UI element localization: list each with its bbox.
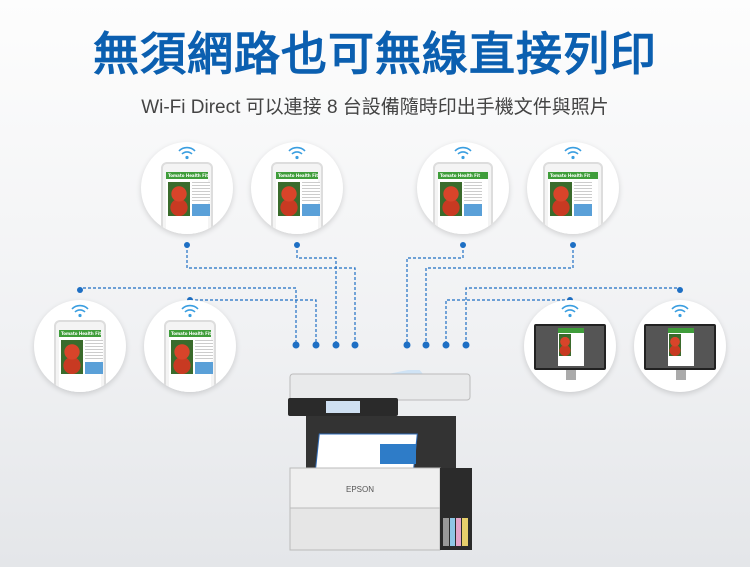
printer-brand: EPSON: [346, 485, 374, 494]
connection-line: [186, 245, 356, 345]
tomato-photo: [168, 182, 190, 216]
document-title: Tomato Health Fit: [438, 172, 488, 179]
connection-dot: [462, 341, 470, 349]
connection-line: [190, 299, 317, 345]
ink-tank-magenta: [456, 518, 461, 546]
document-preview: Tomato Health Fit: [59, 330, 103, 392]
connection-line: [296, 245, 337, 345]
wifi-icon: [561, 304, 579, 318]
phone: Tomato Health Fit: [161, 162, 213, 234]
connection-line: [406, 245, 464, 345]
connection-dot: [677, 287, 683, 293]
connection-dot: [460, 242, 466, 248]
tomato-photo: [440, 182, 462, 216]
wifi-icon: [71, 304, 89, 318]
phone: Tomato Health Fit: [271, 162, 323, 234]
tomato-photo: [278, 182, 300, 216]
document-title: Tomato Health Fit: [166, 172, 208, 179]
connection-dot: [442, 341, 450, 349]
scanner-lid: [289, 373, 471, 401]
device-phone: Tomato Health Fit: [144, 300, 236, 392]
phone: Tomato Health Fit: [164, 320, 216, 392]
connection-dot: [403, 341, 411, 349]
printer: EPSON: [288, 368, 472, 555]
device-tablet: Tomato Health Fit: [417, 142, 509, 234]
phone: Tomato Health Fit: [54, 320, 106, 392]
output-paper-panel: [380, 444, 416, 464]
wifi-icon: [454, 146, 472, 160]
connection-dot: [570, 242, 576, 248]
connection-dot: [292, 341, 300, 349]
lcd-screen: [326, 401, 360, 413]
document-preview: Tomato Health Fit: [548, 172, 598, 234]
ink-tank-yellow: [462, 518, 468, 546]
connection-dot: [332, 341, 340, 349]
ink-tank-cyan: [450, 518, 455, 546]
tomato-photo: [171, 340, 193, 374]
wifi-icon: [288, 146, 306, 160]
connection-line: [445, 299, 570, 345]
document-title: Tomato Health Fit: [59, 330, 101, 337]
device-monitor: [634, 300, 726, 392]
tablet: Tomato Health Fit: [543, 162, 603, 234]
ink-tank-black: [443, 518, 449, 546]
monitor: [534, 324, 606, 380]
device-phone: Tomato Health Fit: [141, 142, 233, 234]
wifi-icon: [671, 304, 689, 318]
wifi-icon: [178, 146, 196, 160]
connection-line: [425, 245, 574, 345]
connection-dot: [312, 341, 320, 349]
headline: 無須網路也可無線直接列印: [93, 27, 657, 81]
device-tablet: Tomato Health Fit: [527, 142, 619, 234]
subheadline: Wi-Fi Direct 可以連接 8 台設備隨時印出手機文件與照片: [141, 97, 609, 118]
device-phone: Tomato Health Fit: [34, 300, 126, 392]
tomato-photo: [550, 182, 572, 216]
tablet: Tomato Health Fit: [433, 162, 493, 234]
document-title: Tomato Health Fit: [276, 172, 318, 179]
monitor: [644, 324, 716, 380]
document-title: Tomato Health Fit: [169, 330, 211, 337]
connection-dot: [77, 287, 83, 293]
wifi-icon: [181, 304, 199, 318]
device-monitor: [524, 300, 616, 392]
document-preview: Tomato Health Fit: [438, 172, 488, 234]
tomato-photo: [61, 340, 83, 374]
connection-dot: [294, 242, 300, 248]
device-phone: Tomato Health Fit: [251, 142, 343, 234]
document-preview: Tomato Health Fit: [276, 172, 320, 234]
wifi-icon: [564, 146, 582, 160]
connection-dot: [184, 242, 190, 248]
connection-dot: [422, 341, 430, 349]
document-title: Tomato Health Fit: [548, 172, 598, 179]
document-preview: Tomato Health Fit: [166, 172, 210, 234]
connection-dot: [351, 341, 359, 349]
paper-tray: [289, 507, 441, 551]
document-preview: Tomato Health Fit: [169, 330, 213, 392]
